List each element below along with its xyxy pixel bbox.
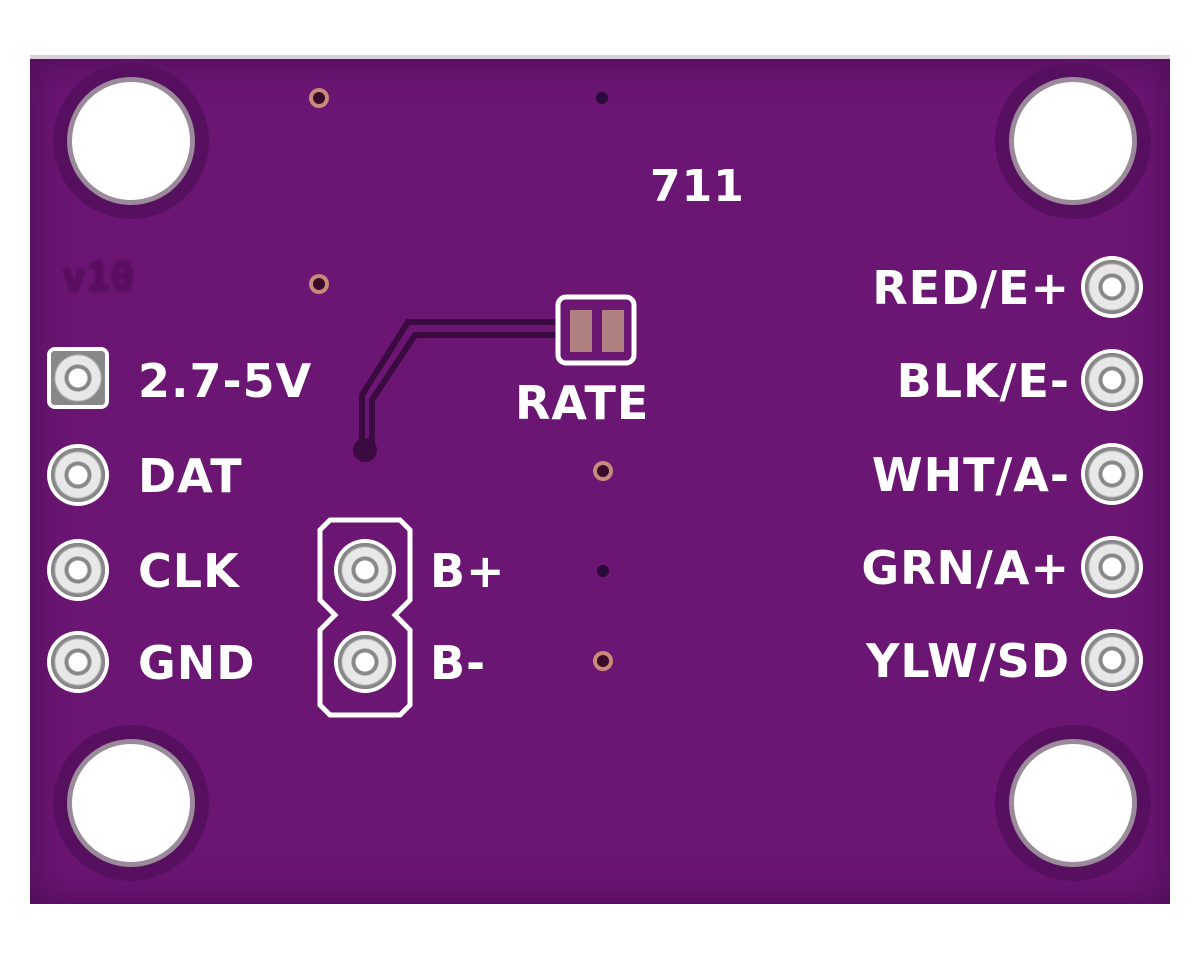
mounting-hole bbox=[1009, 77, 1137, 205]
pin-gnd bbox=[51, 635, 105, 689]
via bbox=[597, 465, 609, 477]
label-e-plus: RED/E+ bbox=[872, 261, 1070, 315]
version-label: v10 bbox=[62, 255, 135, 301]
label-b-plus: B+ bbox=[430, 544, 506, 598]
mounting-hole bbox=[1009, 739, 1137, 867]
mounting-hole bbox=[67, 77, 195, 205]
pad-b-plus bbox=[338, 543, 392, 597]
label-sd: YLW/SD bbox=[866, 634, 1070, 688]
pin-e-plus bbox=[1085, 260, 1139, 314]
via bbox=[597, 565, 609, 577]
mounting-hole bbox=[67, 739, 195, 867]
pin-a-minus bbox=[1085, 447, 1139, 501]
pcb-board bbox=[30, 55, 1170, 904]
label-a-minus: WHT/A- bbox=[871, 448, 1070, 502]
label-b-minus: B- bbox=[430, 636, 487, 690]
pin-vcc bbox=[51, 351, 105, 405]
label-gnd: GND bbox=[138, 636, 256, 690]
label-e-minus: BLK/E- bbox=[896, 354, 1070, 408]
via bbox=[313, 278, 325, 290]
rate-jumper-label: RATE bbox=[515, 376, 650, 430]
via bbox=[596, 92, 608, 104]
label-clk: CLK bbox=[138, 544, 240, 598]
label-a-plus: GRN/A+ bbox=[861, 541, 1070, 595]
pin-dat bbox=[51, 448, 105, 502]
via bbox=[313, 92, 325, 104]
pin-clk bbox=[51, 543, 105, 597]
pin-a-plus bbox=[1085, 540, 1139, 594]
part-label: 711 bbox=[650, 161, 745, 212]
label-vcc: 2.7-5V bbox=[138, 354, 313, 408]
pin-sd bbox=[1085, 633, 1139, 687]
pad-b-minus bbox=[338, 635, 392, 689]
pin-e-minus bbox=[1085, 353, 1139, 407]
label-dat: DAT bbox=[138, 449, 243, 503]
via bbox=[597, 655, 609, 667]
